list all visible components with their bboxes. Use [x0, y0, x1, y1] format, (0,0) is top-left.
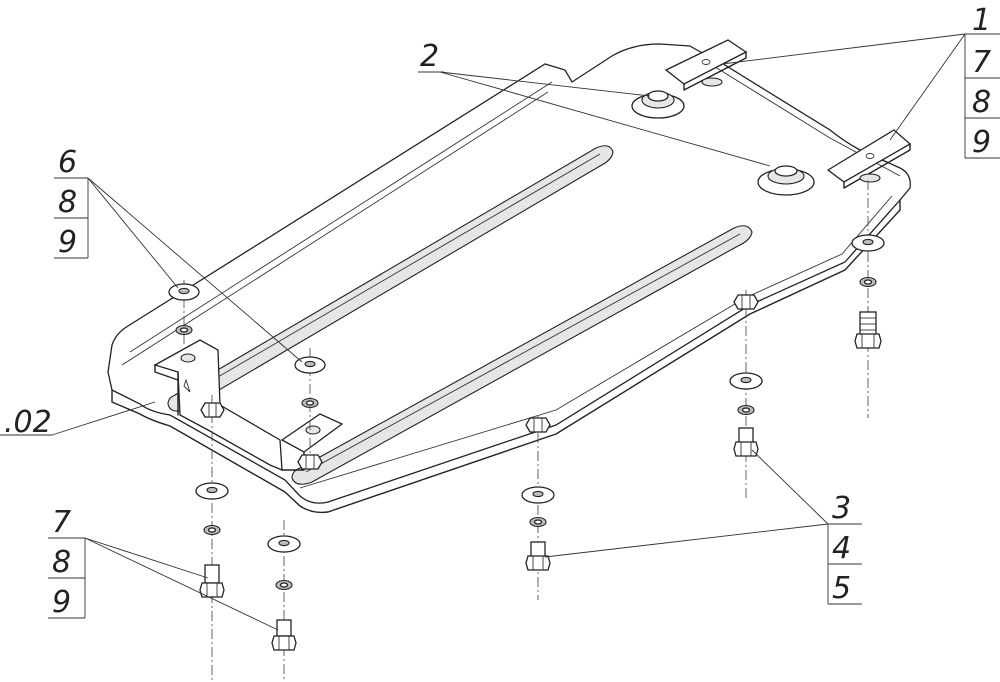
spring-washer-far-right: [859, 276, 877, 288]
callout-stack-top-middle: 2: [418, 39, 444, 74]
nut-bracket-a: [200, 402, 225, 418]
callout-label: 8: [58, 185, 77, 220]
bolt-right-center: [733, 427, 759, 457]
callout-stack-top-right: 1 7 8 9: [964, 3, 1000, 160]
mounting-plate-lower: [826, 129, 912, 189]
washer-7-mid: [267, 535, 301, 553]
bolt-9-left: [199, 564, 225, 598]
callout-stack-bottom-right: 3 4 5: [827, 491, 862, 606]
callout-label: 8: [972, 85, 991, 120]
callout-label: 5: [832, 571, 851, 606]
callout-label: 6: [58, 145, 77, 180]
callout-label: 8: [52, 545, 71, 580]
callout-stack-bottom-left: 7 8 9: [48, 505, 86, 620]
rubber-bumper-lower: [757, 165, 815, 196]
spring-washer-right-center: [737, 404, 755, 416]
callout-label: 9: [52, 585, 71, 620]
callout-stack-left-upper: 6 8 9: [54, 145, 89, 260]
callout-label: 3: [832, 491, 851, 526]
nut-center: [525, 417, 551, 433]
callout-part-number: .02: [0, 405, 52, 440]
callout-label: 1: [972, 3, 991, 38]
callout-label: 7: [52, 505, 71, 540]
spring-washer-8-left: [203, 524, 221, 536]
callout-label: .02: [4, 405, 52, 440]
nut-right-center: [733, 294, 759, 310]
spring-washer-left-a: [175, 324, 193, 336]
mounting-plate-upper: [664, 39, 748, 91]
skid-plate: [107, 43, 911, 514]
spring-washer-left-b: [301, 397, 319, 409]
washer-6-left-b: [294, 356, 326, 374]
callout-label: 4: [832, 531, 851, 566]
bolt-9-mid: [271, 619, 297, 651]
washer-7-left: [195, 482, 229, 500]
callout-label: 9: [972, 125, 991, 160]
callout-label: 7: [972, 45, 991, 80]
washer-center: [521, 486, 555, 504]
bolt-center: [525, 541, 551, 571]
spring-washer-center: [529, 516, 547, 528]
callout-label: 2: [420, 39, 439, 74]
leader-lines: [51, 33, 966, 631]
callout-label: 9: [58, 225, 77, 260]
washer-6-left-a: [168, 283, 200, 301]
washer-right-center: [729, 372, 763, 390]
nut-bracket-b: [297, 454, 323, 470]
washer-far-right: [851, 234, 885, 252]
bolt-far-right: [854, 311, 882, 349]
spring-washer-8-mid: [275, 579, 293, 591]
